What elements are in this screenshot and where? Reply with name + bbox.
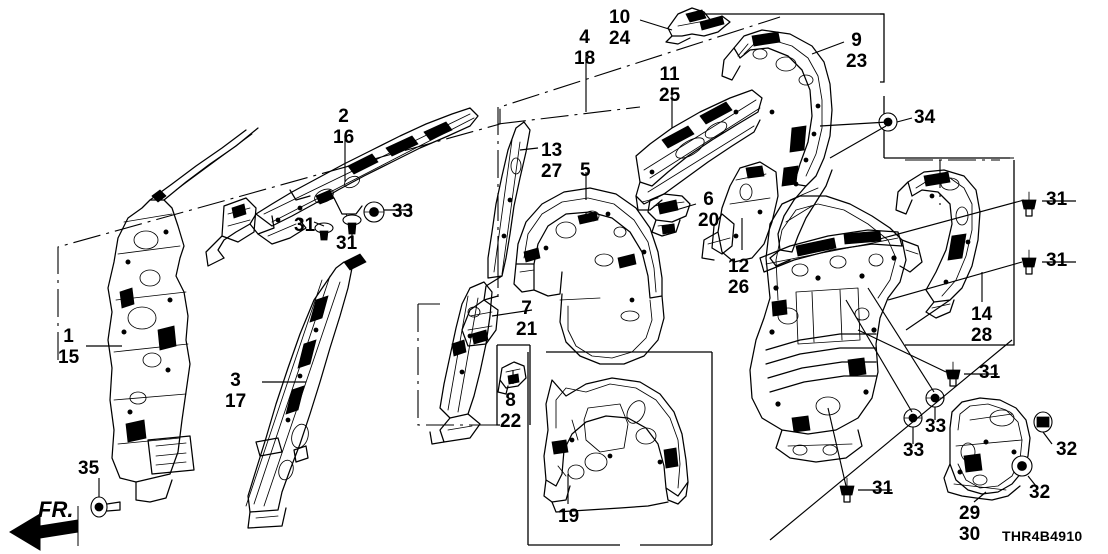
fastener-grommet-32-b [1011,455,1033,477]
callout-33-c: 33 [903,440,925,461]
part-quarter-inner-panel-main [749,195,923,463]
fastener-washer-33-r2 [903,408,923,428]
diagram-code: THR4B4910 [1002,528,1083,544]
fastener-bolt-31-r3 [945,361,961,387]
callout-32-b: 32 [1029,482,1051,503]
callout-31-e: 31 [294,215,316,236]
callout-12-26: 12 26 [728,256,750,298]
fastener-bolt-31-r1 [1021,191,1037,217]
front-direction-label: FR. [38,497,74,522]
callout-14-28: 14 28 [971,304,993,346]
part-pillar-upper-stiffener [461,121,531,347]
bracket-34 [883,96,1010,159]
callout-9-23: 9 23 [846,30,868,72]
callout-2-16: 2 16 [333,106,355,148]
part-panel-pocket-inner [701,161,779,263]
callout-6-20: 6 20 [698,189,720,231]
leader-lines [86,19,1076,504]
callout-31-f: 31 [336,233,358,254]
callout-11-25: 11 25 [659,64,681,106]
callout-33-a: 33 [392,201,414,222]
fastener-bolt-31-r4 [839,477,855,503]
fastener-washer-33-left [363,201,385,223]
callout-8-22: 8 22 [500,390,522,432]
callout-10-24: 10 24 [609,7,631,49]
callout-31-b: 31 [1046,250,1068,271]
callout-1-15: 1 15 [58,326,80,368]
callout-29-30: 29 30 [959,503,981,545]
fastener-bolt-31-left-a [314,222,334,241]
callout-7-21: 7 21 [516,298,538,340]
callout-13-27: 13 27 [541,140,563,182]
part-roof-side-rail [217,107,479,259]
group-outline-4-18 [57,16,781,360]
callout-34: 34 [914,107,936,128]
callout-31-c: 31 [979,362,1001,383]
callout-3-17: 3 17 [225,370,247,412]
bracket-19 [527,351,713,546]
part-center-pillar-inner [245,253,367,529]
fastener-bolt-31-r2 [1021,249,1037,275]
part-front-pillar-inner [107,127,259,503]
callout-33-b: 33 [925,416,947,437]
callout-4-18: 4 18 [574,27,596,69]
part-rear-corner-panel [943,397,1031,501]
fastener-bolt-31-left-b [342,214,362,235]
bracket-7-21 [417,303,497,426]
front-direction-arrow [9,506,79,551]
callout-5: 5 [580,160,591,181]
part-roof-bracket-clip [665,7,731,45]
part-bracket-small [647,193,691,237]
callout-31-d: 31 [872,478,894,499]
part-rail-reinforcement [635,89,763,211]
part-wheelhouse-outer-liner [543,377,689,513]
callout-32-a: 32 [1056,439,1078,460]
part-rear-pillar-inner-upper [721,29,833,267]
callout-31-a: 31 [1046,189,1068,210]
fastener-grommet-32-a [1033,411,1053,433]
group-outline-right [905,159,1000,205]
part-pillar-lower-stiffener [429,281,493,445]
part-quarter-inner-reinforcement [895,169,981,319]
bracket-9-23 [700,13,885,83]
bracket-14-28 [903,157,1015,346]
callout-35: 35 [78,458,100,479]
callout-19: 19 [558,506,580,527]
part-rear-wheel-arch-inner [513,187,665,365]
fastener-bolt-35 [90,496,121,518]
